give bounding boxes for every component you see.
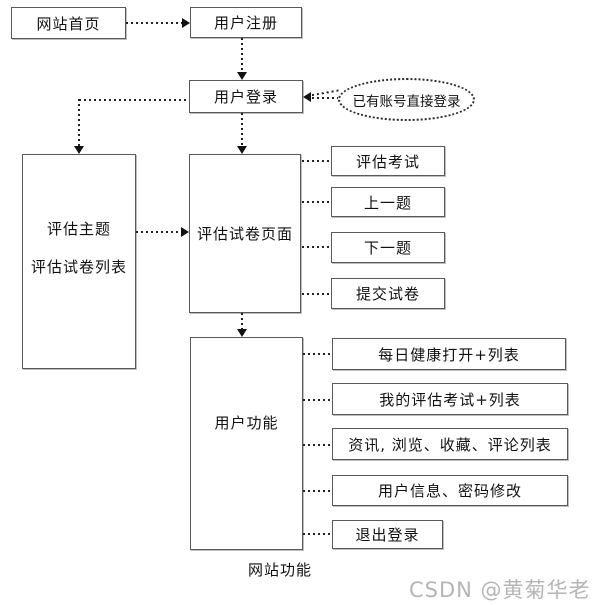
arrowhead-down-icon (237, 146, 247, 154)
node-user-functions: 用户功能 (190, 337, 303, 550)
node-submit-paper: 提交试卷 (331, 278, 445, 309)
node-website-home: 网站首页 (11, 7, 126, 39)
connector-register-login (241, 38, 243, 73)
node-next-question: 下一题 (331, 232, 445, 263)
node-user-info-password: 用户信息、密码修改 (332, 475, 568, 506)
connector-user-myexam (303, 399, 332, 401)
node-news-browse-favorite-comment: 资讯, 浏览、收藏、评论列表 (332, 428, 568, 460)
arrowhead-left-icon (303, 92, 311, 102)
topics-line2: 评估试卷列表 (30, 258, 127, 276)
connector-user-logout (303, 533, 332, 535)
connector-paper-prev (302, 201, 331, 203)
node-evaluation-topics: 评估主题 评估试卷列表 (22, 154, 136, 369)
connector-login-topics-v (78, 99, 80, 147)
diagram-caption: 网站功能 (248, 561, 313, 579)
connector-login-note (312, 97, 338, 99)
connector-login-paper (241, 113, 243, 147)
node-evaluation-exam: 评估考试 (331, 146, 445, 176)
connector-paper-next (302, 246, 331, 248)
connector-login-note-upper (306, 89, 339, 97)
arrowhead-down-icon (74, 146, 84, 154)
csdn-watermark: CSDN @黄菊华老师 (409, 578, 591, 602)
arrowhead-down-icon (237, 72, 247, 80)
node-evaluation-paper-page: 评估试卷页面 (189, 154, 301, 313)
connector-home-register (126, 22, 182, 24)
connector-user-news (303, 444, 332, 446)
connector-paper-userfunc (241, 313, 243, 330)
arrowhead-right-icon (182, 18, 190, 28)
arrowhead-down-icon (237, 329, 247, 337)
connector-login-topics-h (79, 99, 189, 101)
node-daily-health-list: 每日健康打开+列表 (332, 338, 566, 370)
node-previous-question: 上一题 (331, 187, 445, 217)
connector-user-daily (303, 353, 332, 355)
arrowhead-right-icon (181, 227, 189, 237)
node-user-register: 用户注册 (190, 7, 302, 38)
topics-line1: 评估主题 (46, 220, 111, 238)
callout-existing-account-login: 已有账号直接登录 (338, 78, 475, 121)
node-user-login: 用户登录 (189, 80, 303, 113)
node-my-evaluation-exams: 我的评估考试+列表 (332, 383, 568, 415)
node-logout: 退出登录 (332, 520, 443, 549)
connector-paper-submit (302, 293, 331, 295)
connector-user-profile (303, 490, 332, 492)
connector-topics-paper (136, 231, 182, 233)
connector-paper-exam (302, 160, 331, 162)
